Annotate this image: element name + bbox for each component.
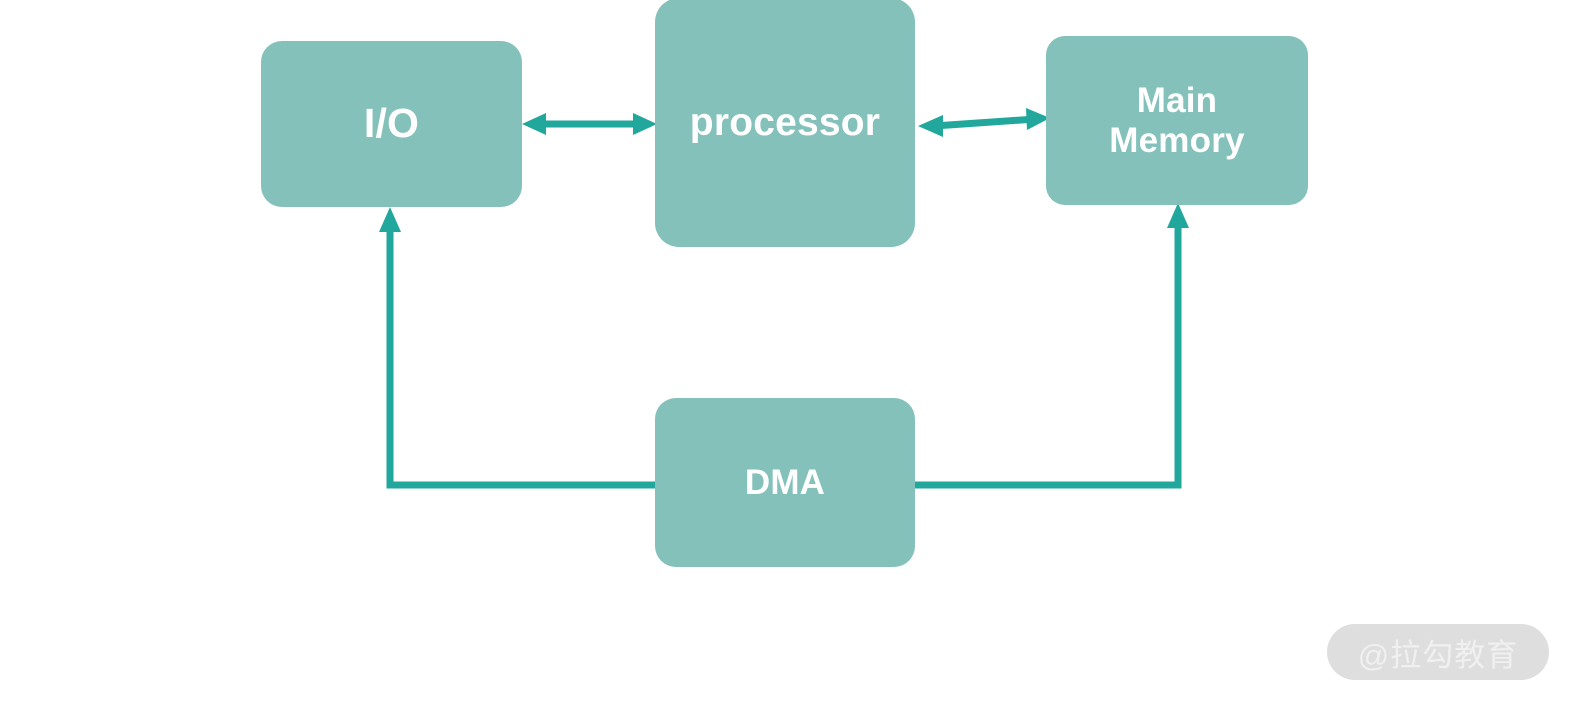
connector-processor-memory-line bbox=[933, 115, 1037, 130]
connector-io-processor-arrowhead-left bbox=[522, 113, 546, 135]
watermark-text: @拉勾教育 bbox=[1357, 637, 1519, 673]
node-main-memory[interactable]: Main Memory bbox=[1046, 36, 1308, 205]
connector-io-processor-arrowhead-right bbox=[633, 113, 657, 135]
connector-io-processor bbox=[522, 113, 657, 135]
connector-dma-memory-arrowhead bbox=[1167, 203, 1189, 228]
node-processor[interactable]: processor bbox=[655, 0, 915, 247]
connector-dma-io bbox=[379, 207, 655, 489]
connector-processor-memory-arrowhead-left bbox=[918, 115, 943, 137]
connector-dma-io-arrowhead bbox=[379, 207, 401, 232]
node-dma[interactable]: DMA bbox=[655, 398, 915, 567]
node-main-memory-label: Main Memory bbox=[1109, 81, 1245, 160]
connector-dma-memory bbox=[915, 203, 1189, 489]
connector-processor-memory bbox=[918, 108, 1050, 137]
node-io-label: I/O bbox=[363, 100, 420, 147]
connector-dma-io-line bbox=[386, 228, 655, 489]
watermark-badge: @拉勾教育 bbox=[1327, 624, 1549, 680]
node-dma-label: DMA bbox=[744, 462, 826, 502]
node-processor-label: processor bbox=[689, 100, 881, 144]
connector-processor-memory-arrowhead-right bbox=[1026, 108, 1050, 130]
connector-dma-memory-line bbox=[915, 224, 1182, 489]
node-io[interactable]: I/O bbox=[261, 41, 522, 207]
